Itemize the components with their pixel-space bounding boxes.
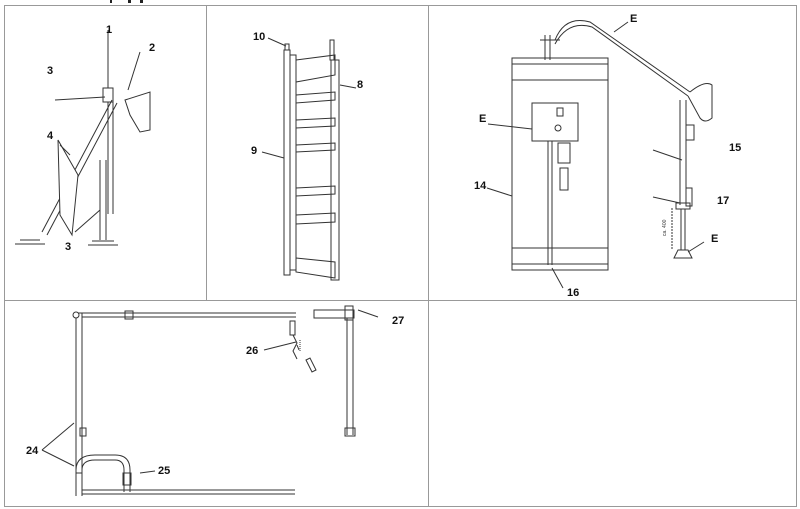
callout-17: 17 — [717, 195, 730, 207]
panel-2-ladder-frame — [261, 37, 357, 281]
cut-off-heading-fragment — [110, 0, 143, 3]
callout-27: 27 — [392, 315, 405, 327]
panel-3-control-box-assembly — [486, 20, 713, 289]
panel-grid — [4, 5, 797, 507]
callout-4: 4 — [47, 130, 54, 142]
callout-3-bottom: 3 — [65, 241, 72, 253]
panel-1-bracket-assembly — [15, 30, 151, 246]
callout-e-box: E — [479, 113, 487, 125]
callout-24: 24 — [26, 445, 39, 457]
callout-16: 16 — [567, 287, 580, 299]
callout-25: 25 — [158, 465, 171, 477]
callout-8: 8 — [357, 79, 364, 91]
callout-26: 26 — [246, 345, 259, 357]
callout-10: 10 — [253, 31, 266, 43]
callout-3-top: 3 — [47, 65, 54, 77]
callout-2: 2 — [149, 42, 156, 54]
callout-e-pipe: E — [630, 13, 638, 25]
panel-4-rail-frame — [41, 305, 379, 496]
callout-15: 15 — [729, 142, 742, 154]
callout-e-foot: E — [711, 233, 719, 245]
callout-1: 1 — [106, 24, 113, 36]
dimension-label: ca. 400 — [662, 219, 668, 236]
callout-9: 9 — [251, 145, 258, 157]
callout-14: 14 — [474, 180, 487, 192]
